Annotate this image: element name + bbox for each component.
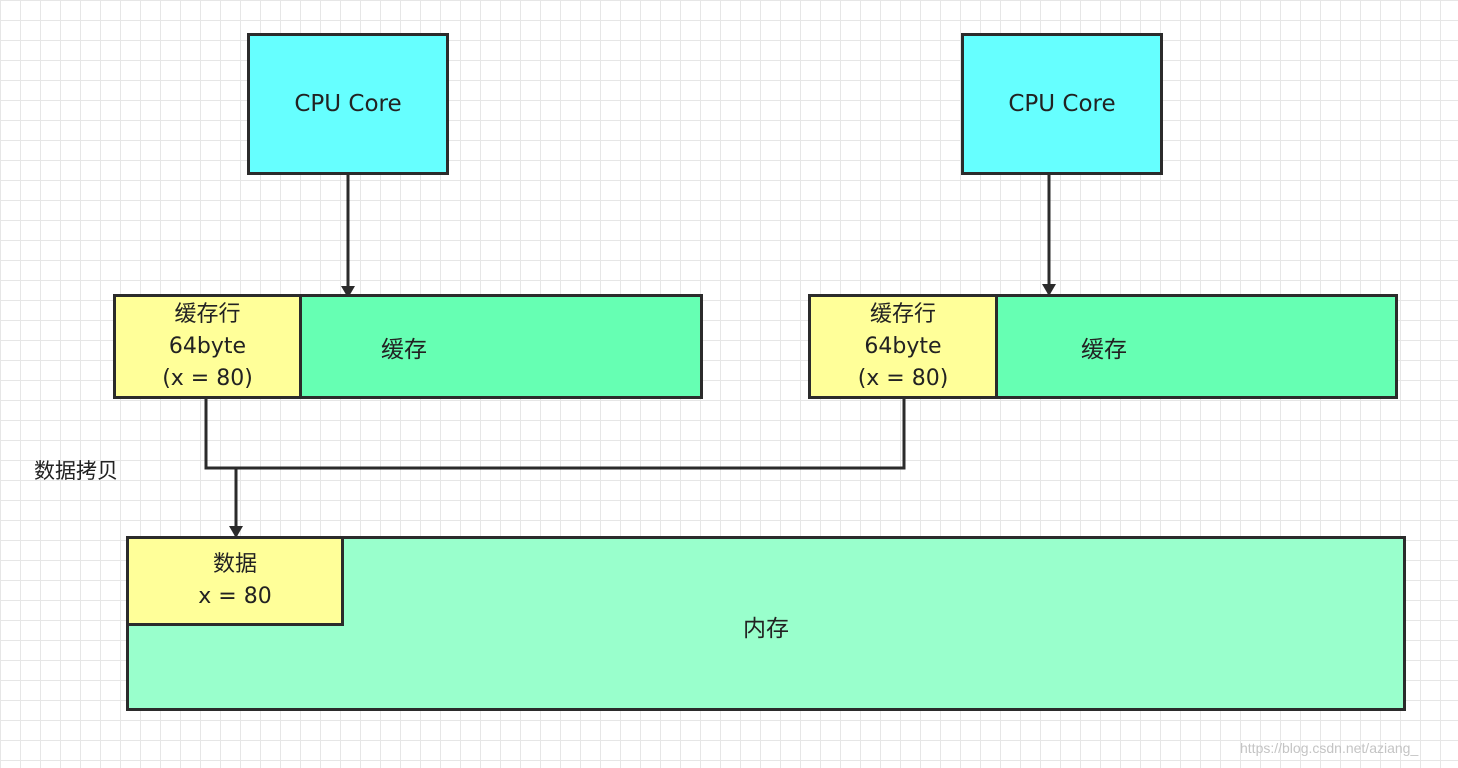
right-cache-line-size: 64byte: [864, 333, 942, 359]
left-cache-label: 缓存: [381, 336, 427, 363]
left-cache-line-size: 64byte: [168, 333, 247, 359]
left-cache-line-value: (x = 80): [162, 365, 253, 391]
right-cache-line-box: 缓存行 64byte (x = 80): [808, 294, 998, 399]
right-cache-label: 缓存: [1081, 336, 1127, 363]
right-cache-line-value: (x = 80): [857, 365, 949, 391]
left-cache-line-box: 缓存行 64byte (x = 80): [113, 294, 302, 399]
data-copy-label: 数据拷贝: [34, 459, 118, 483]
right-cache-line-title: 缓存行: [869, 301, 936, 327]
left-cache-line-title: 缓存行: [174, 301, 241, 327]
memory-label: 内存: [743, 615, 789, 642]
copy-connector-path: [204, 398, 906, 470]
memory-data-title: 数据: [212, 552, 257, 577]
watermark-text: https://blog.csdn.net/aziang_: [1240, 740, 1419, 756]
right-cpu-core-box: CPU Core: [961, 33, 1163, 175]
left-cpu-core-label: CPU Core: [294, 91, 402, 117]
left-cpu-core-box: CPU Core: [247, 33, 449, 175]
right-cpu-core-label: CPU Core: [1008, 91, 1116, 117]
memory-data-block: 数据 x = 80: [126, 536, 344, 626]
memory-data-value: x = 80: [198, 584, 272, 609]
